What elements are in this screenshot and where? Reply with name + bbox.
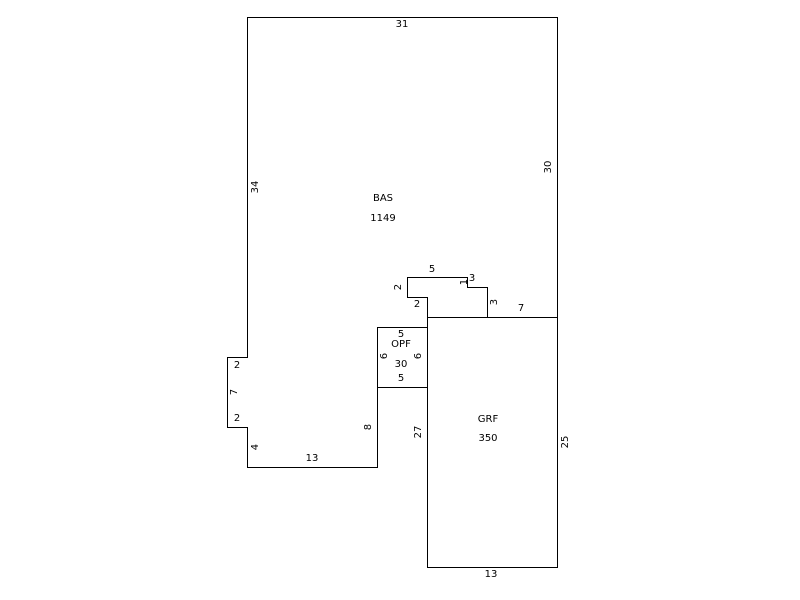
dim-opf-left: 6 xyxy=(379,353,390,359)
dim-step-bottom: 7 xyxy=(518,303,524,314)
dim-step-small: 1 xyxy=(459,279,470,285)
dim-grf-bottom: 13 xyxy=(485,569,498,580)
dim-step-small-top: 3 xyxy=(469,273,475,284)
dim-bas-inner-right: 8 xyxy=(363,424,374,430)
bas-code-label: BAS xyxy=(373,193,393,204)
grf-outline xyxy=(427,317,558,568)
dim-step-inner: 2 xyxy=(414,299,420,310)
dim-notch-bottom: 2 xyxy=(234,413,240,424)
dim-grf-left: 27 xyxy=(413,426,424,439)
grf-code-label: GRF xyxy=(478,414,499,425)
dim-bas-right: 30 xyxy=(543,161,554,174)
dim-grf-right: 25 xyxy=(560,436,571,449)
grf-sqft-label: 350 xyxy=(478,433,497,444)
opf-sqft-label: 30 xyxy=(395,359,408,370)
opf-code-label: OPF xyxy=(391,339,411,350)
dim-opf-bottom: 5 xyxy=(398,373,404,384)
dim-bas-left: 34 xyxy=(250,181,261,194)
bas-sqft-label: 1149 xyxy=(370,213,395,224)
dim-bas-lower-left: 4 xyxy=(250,444,261,450)
dim-step-left: 2 xyxy=(393,284,404,290)
dim-notch-top: 2 xyxy=(234,360,240,371)
dim-opf-top: 5 xyxy=(398,329,404,340)
dim-opf-right: 6 xyxy=(413,353,424,359)
bas-outline xyxy=(227,17,558,468)
dim-step-right: 3 xyxy=(489,299,500,305)
dim-bas-top: 31 xyxy=(396,19,409,30)
dim-bas-bottom: 13 xyxy=(306,453,319,464)
dim-notch-side: 7 xyxy=(229,389,240,395)
dim-step-top: 5 xyxy=(429,264,435,275)
